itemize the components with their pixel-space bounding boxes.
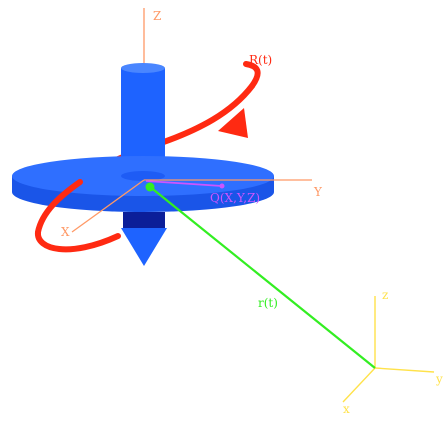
point-q-marker — [219, 183, 225, 189]
top-spindle-cap — [121, 63, 165, 73]
body-x-label: X — [61, 225, 70, 239]
inertial-frame — [342, 296, 435, 403]
rotation-ring-top — [243, 61, 261, 89]
point-q-label: Q(X,Y,Z) — [210, 191, 260, 205]
top-disc-hub — [121, 171, 165, 181]
rotation-label: R(t) — [249, 53, 272, 67]
point-q-vector — [145, 180, 223, 187]
rotation-ring-front — [35, 179, 121, 253]
top-tip — [121, 228, 167, 266]
inertial-y-label: y — [435, 372, 443, 386]
inertial-y-axis — [374, 367, 435, 373]
inertial-z-label: z — [382, 288, 388, 302]
spinning-top — [12, 63, 274, 266]
top-collar — [123, 212, 165, 228]
position-label: r(t) — [258, 296, 278, 310]
rotation-arrowhead — [218, 108, 248, 138]
inertial-x-label: x — [343, 402, 350, 416]
body-x-axis — [71, 179, 145, 233]
center-of-mass-marker — [145, 182, 155, 192]
position-vector — [148, 185, 376, 369]
body-y-label: Y — [313, 185, 323, 199]
body-z-label: Z — [153, 9, 161, 23]
inertial-x-axis — [342, 367, 376, 403]
